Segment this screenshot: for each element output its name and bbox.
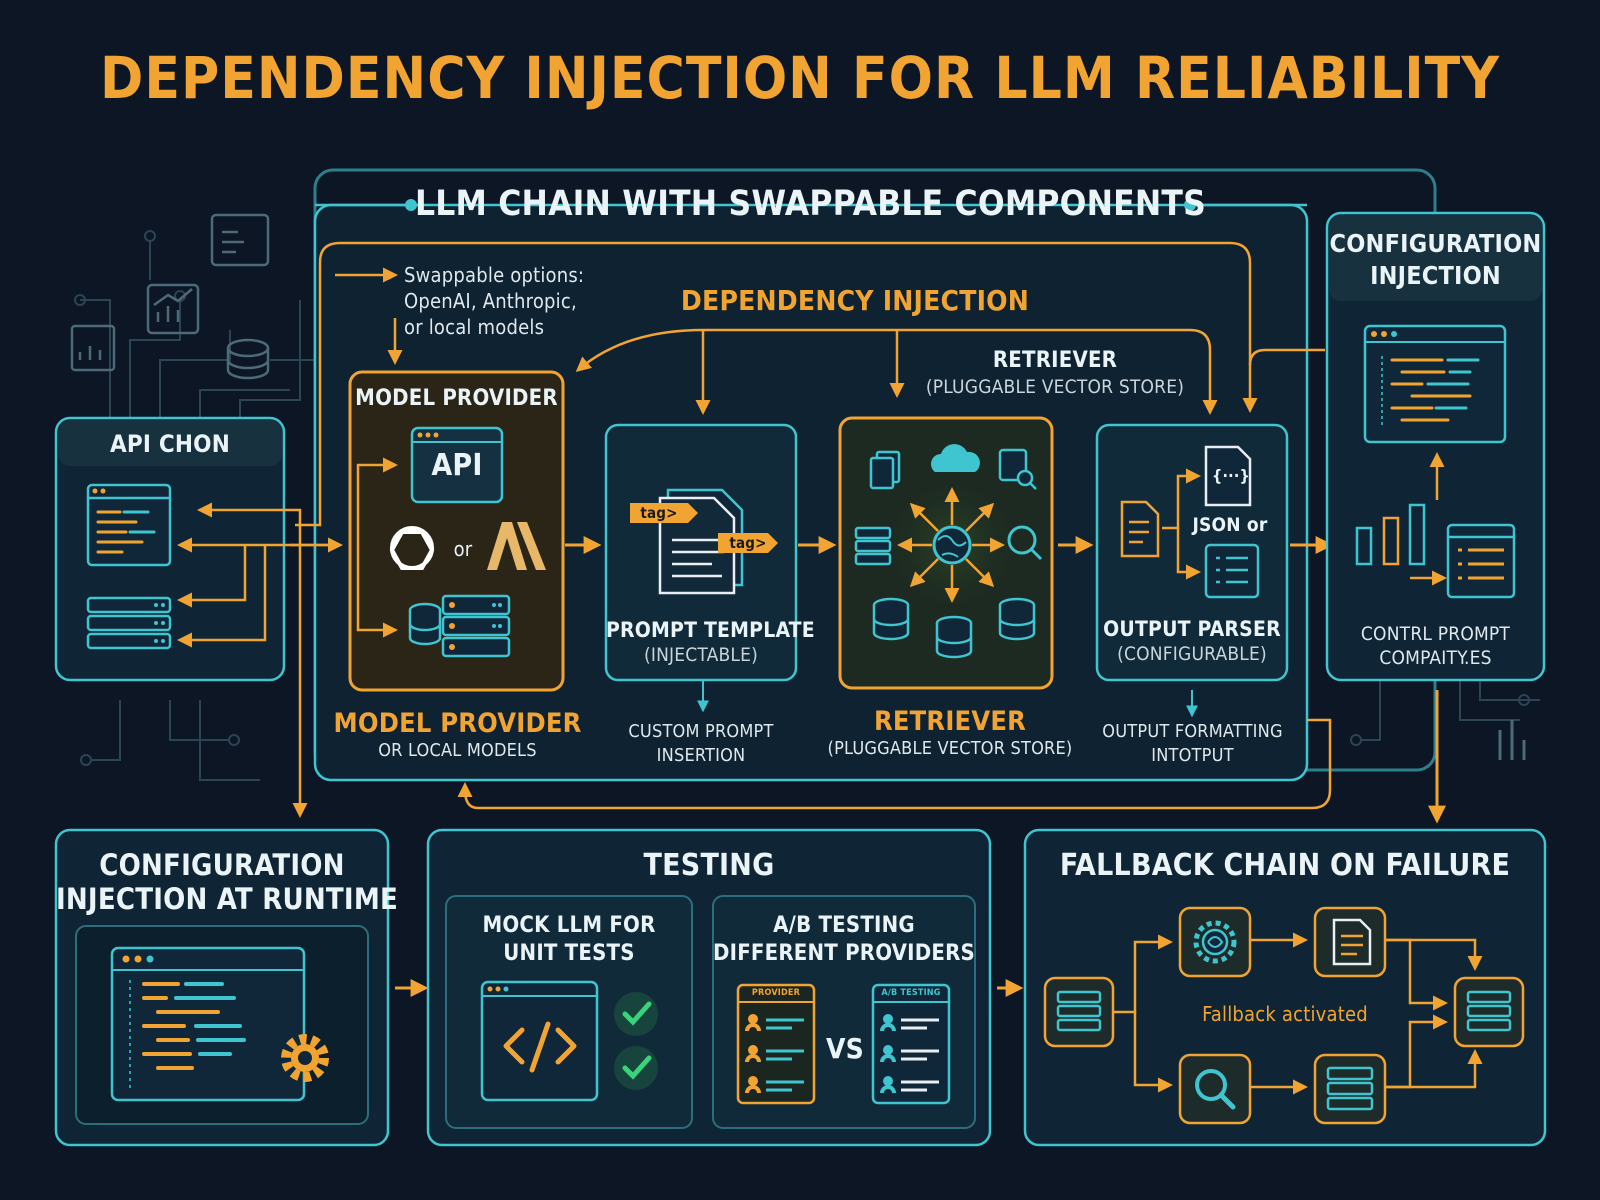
model-provider-db-icon [408, 594, 511, 658]
json-doc-icon [1204, 445, 1252, 507]
fallback-search-icon [1178, 1053, 1252, 1125]
ab-testing-title: A/B TESTING DIFFERENT PROVIDERS [713, 913, 975, 966]
list-doc-icon [1204, 543, 1260, 599]
testing-title: TESTING [643, 848, 775, 883]
fallback-panel [1023, 828, 1547, 1147]
swappable-note: Swappable options: OpenAI, Anthropic, or… [404, 263, 585, 339]
config-injection-caption: CONTRL PROMPT COMPAITY.ES [1360, 623, 1511, 669]
di-top-loop [295, 241, 1325, 527]
page-title: DEPENDENCY INJECTION FOR LLM RELIABILITY [100, 44, 1500, 112]
api-badge-label: API [431, 448, 483, 483]
fallback-flow-arrows [1112, 932, 1483, 1095]
parser-input-doc-icon [1120, 500, 1160, 558]
prompt-template-sub: (INJECTABLE) [643, 644, 759, 666]
provider-card-tag: PROVIDER [751, 988, 801, 998]
parser-branch [1162, 468, 1201, 580]
chain-title: LLM CHAIN WITH SWAPPABLE COMPONENTS [415, 184, 1206, 224]
brain-gear-icon [1178, 906, 1252, 978]
fallback-title: FALLBACK CHAIN ON FAILURE [1059, 848, 1511, 883]
circuit-icons-top-left [70, 213, 270, 380]
config-injection-title: CONFIGURATION INJECTION [1329, 229, 1542, 290]
retriever-caption-sub: (PLUGGABLE VECTOR STORE) [827, 738, 1073, 759]
fallback-end-server-icon [1453, 976, 1525, 1048]
provider-card-icon [736, 983, 816, 1105]
retriever-db-icons [872, 597, 1036, 659]
ab-card-tag: A/B TESTING [881, 988, 941, 998]
model-provider-title: MODEL PROVIDER [355, 386, 558, 411]
api-chon-title: API CHON [109, 430, 230, 458]
model-provider-connectors [356, 457, 398, 638]
anthropic-logo-icon [487, 522, 546, 570]
fallback-activated-label: Fallback activated [1202, 1002, 1368, 1026]
fallback-document-icon [1313, 906, 1387, 978]
circuit-decoration-top-left [74, 230, 320, 781]
tag-label-left: tag> [640, 504, 678, 522]
return-loop [457, 718, 1332, 810]
tag-label-right: tag> [729, 534, 767, 552]
retriever-top-sub: (PLUGGABLE VECTOR STORE) [925, 376, 1185, 398]
check-icon [614, 992, 658, 1090]
retriever-spokes [897, 487, 1005, 603]
runtime-code-window-icon [110, 946, 306, 1102]
config-code-window-icon [1363, 324, 1507, 444]
output-parser-sub: (CONFIGURABLE) [1117, 643, 1267, 665]
di-label: DEPENDENCY INJECTION [680, 284, 1030, 317]
fallback-server-icon [1313, 1053, 1387, 1125]
json-or-label: JSON or [1192, 514, 1268, 536]
gear-icon [281, 1034, 329, 1082]
api-chon-connectors [177, 502, 343, 818]
config-bar-chart-icon [1355, 503, 1426, 566]
retriever-docs-icon [869, 450, 901, 490]
code-window-icon [480, 980, 599, 1102]
globe-icon [932, 525, 972, 565]
tag-badge-left [630, 503, 698, 523]
output-parser-caption: OUTPUT FORMATTING INTOTPUT [1102, 721, 1283, 766]
json-braces: {···} [1212, 466, 1250, 485]
mock-llm-title: MOCK LLM FOR UNIT TESTS [482, 913, 656, 966]
model-provider-caption-sub: OR LOCAL MODELS [378, 740, 537, 761]
tag-badge-right [718, 533, 778, 553]
ab-testing-card-icon [871, 983, 951, 1105]
api-badge-box [410, 426, 504, 504]
fallback-start-server-icon [1043, 976, 1115, 1048]
model-provider-caption: MODEL PROVIDER [333, 708, 582, 739]
prompt-template-caption: CUSTOM PROMPT INSERTION [628, 721, 774, 766]
api-chon-server-icon [86, 596, 172, 650]
retriever-server-icon [854, 526, 892, 566]
retriever-caption: RETRIEVER [873, 706, 1027, 737]
vs-label: VS [825, 1032, 865, 1065]
cloud-icon [931, 444, 980, 472]
search-doc-icon [998, 448, 1037, 490]
circuit-decoration-right [1350, 680, 1540, 760]
openai-logo-icon [389, 526, 435, 570]
or-label: or [453, 537, 473, 561]
api-chon-terminal-icon [86, 483, 172, 567]
config-list-icon [1446, 523, 1516, 599]
prompt-template-title: PROMPT TEMPLATE [606, 618, 815, 642]
magnifier-icon [1007, 525, 1043, 561]
output-parser-title: OUTPUT PARSER [1103, 617, 1281, 641]
retriever-top-title: RETRIEVER [992, 348, 1118, 373]
runtime-title: CONFIGURATION INJECTION AT RUNTIME [56, 848, 399, 916]
